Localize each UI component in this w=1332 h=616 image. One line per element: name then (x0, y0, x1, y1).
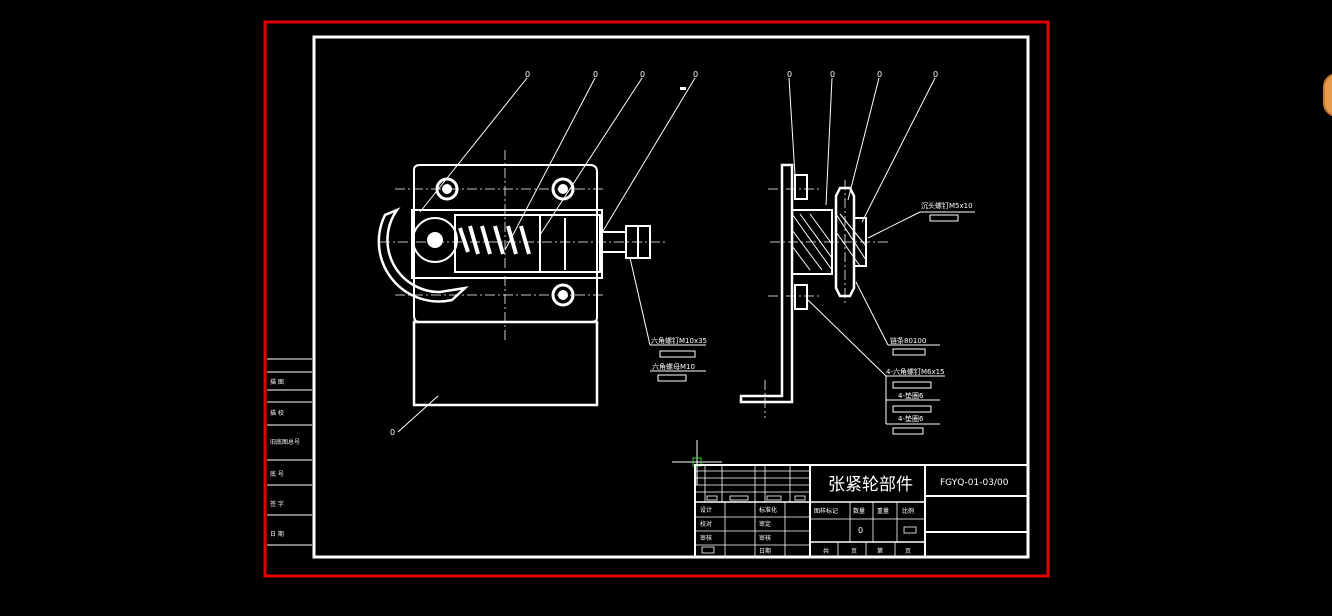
leader-lines (397, 77, 975, 433)
drawing-number: FGYQ-01-03/00 (940, 478, 1009, 488)
sign-label: 日期 (759, 547, 771, 555)
header-cell: 比例 (902, 507, 914, 515)
callout-boxes (657, 214, 959, 435)
strip-label-base-number: 底 号 (270, 470, 284, 478)
sheet-cell: 页 (905, 548, 911, 555)
sign-label: 审定 (759, 520, 771, 528)
balloon-tick (680, 87, 686, 90)
sign-label: 校对 (700, 520, 712, 528)
side-view-centerlines (764, 180, 890, 418)
drawing-frame (312, 35, 1030, 559)
balloon-label: 0 (693, 70, 698, 79)
balloon-label: 0 (593, 70, 598, 79)
callout-washer-b: 4-垫圈6 (898, 414, 924, 423)
strip-label-trace: 描 图 (270, 378, 284, 386)
sheet-cell: 共 (823, 547, 829, 555)
header-cell: 数量 (853, 507, 865, 515)
header-cell: 图样标记 (814, 507, 838, 515)
sheet-cell: 页 (851, 548, 857, 555)
left-binding-strip (267, 358, 312, 546)
callout-countersunk-screw: 沉头螺钉M5x10 (921, 201, 973, 210)
assistant-bubble-icon[interactable] (1323, 73, 1332, 117)
balloon-label: 0 (830, 70, 835, 79)
sign-label: 审核 (700, 534, 712, 542)
callout-sprocket: 链条80100 (890, 336, 926, 345)
side-view (739, 163, 867, 404)
header-cell: 重量 (877, 507, 889, 515)
front-view-centerlines (380, 150, 665, 340)
balloon-label: 0 (640, 70, 645, 79)
balloon-label: 0 (877, 70, 882, 79)
sign-label: 设计 (700, 506, 712, 514)
sign-label: 标准化 (759, 506, 777, 514)
sign-label: 审核 (759, 534, 771, 542)
strip-label-date: 日 期 (270, 530, 284, 538)
part-name: 张紧轮部件 (828, 475, 913, 495)
callout-hex-bolts-4: 4-六角螺钉M6x15 (886, 367, 945, 376)
front-view (377, 164, 651, 407)
callout-washer-a: 4-垫圈6 (898, 391, 924, 400)
balloon-label: 0 (390, 428, 395, 437)
sheet-outer-border (263, 20, 1050, 578)
balloon-label: 0 (933, 70, 938, 79)
callout-hex-nut: 六角螺母M10 (652, 362, 695, 371)
strip-label-check: 描 校 (270, 409, 284, 417)
callout-hex-bolt: 六角螺钉M10x35 (651, 336, 707, 345)
title-block (694, 464, 1029, 558)
quantity-value: 0 (858, 526, 863, 535)
strip-label-old-number: 旧底图总号 (270, 438, 300, 446)
balloon-label: 0 (787, 70, 792, 79)
strip-label-signature: 签 字 (270, 500, 284, 508)
balloon-label: 0 (525, 70, 530, 79)
sheet-cell: 第 (877, 547, 883, 555)
